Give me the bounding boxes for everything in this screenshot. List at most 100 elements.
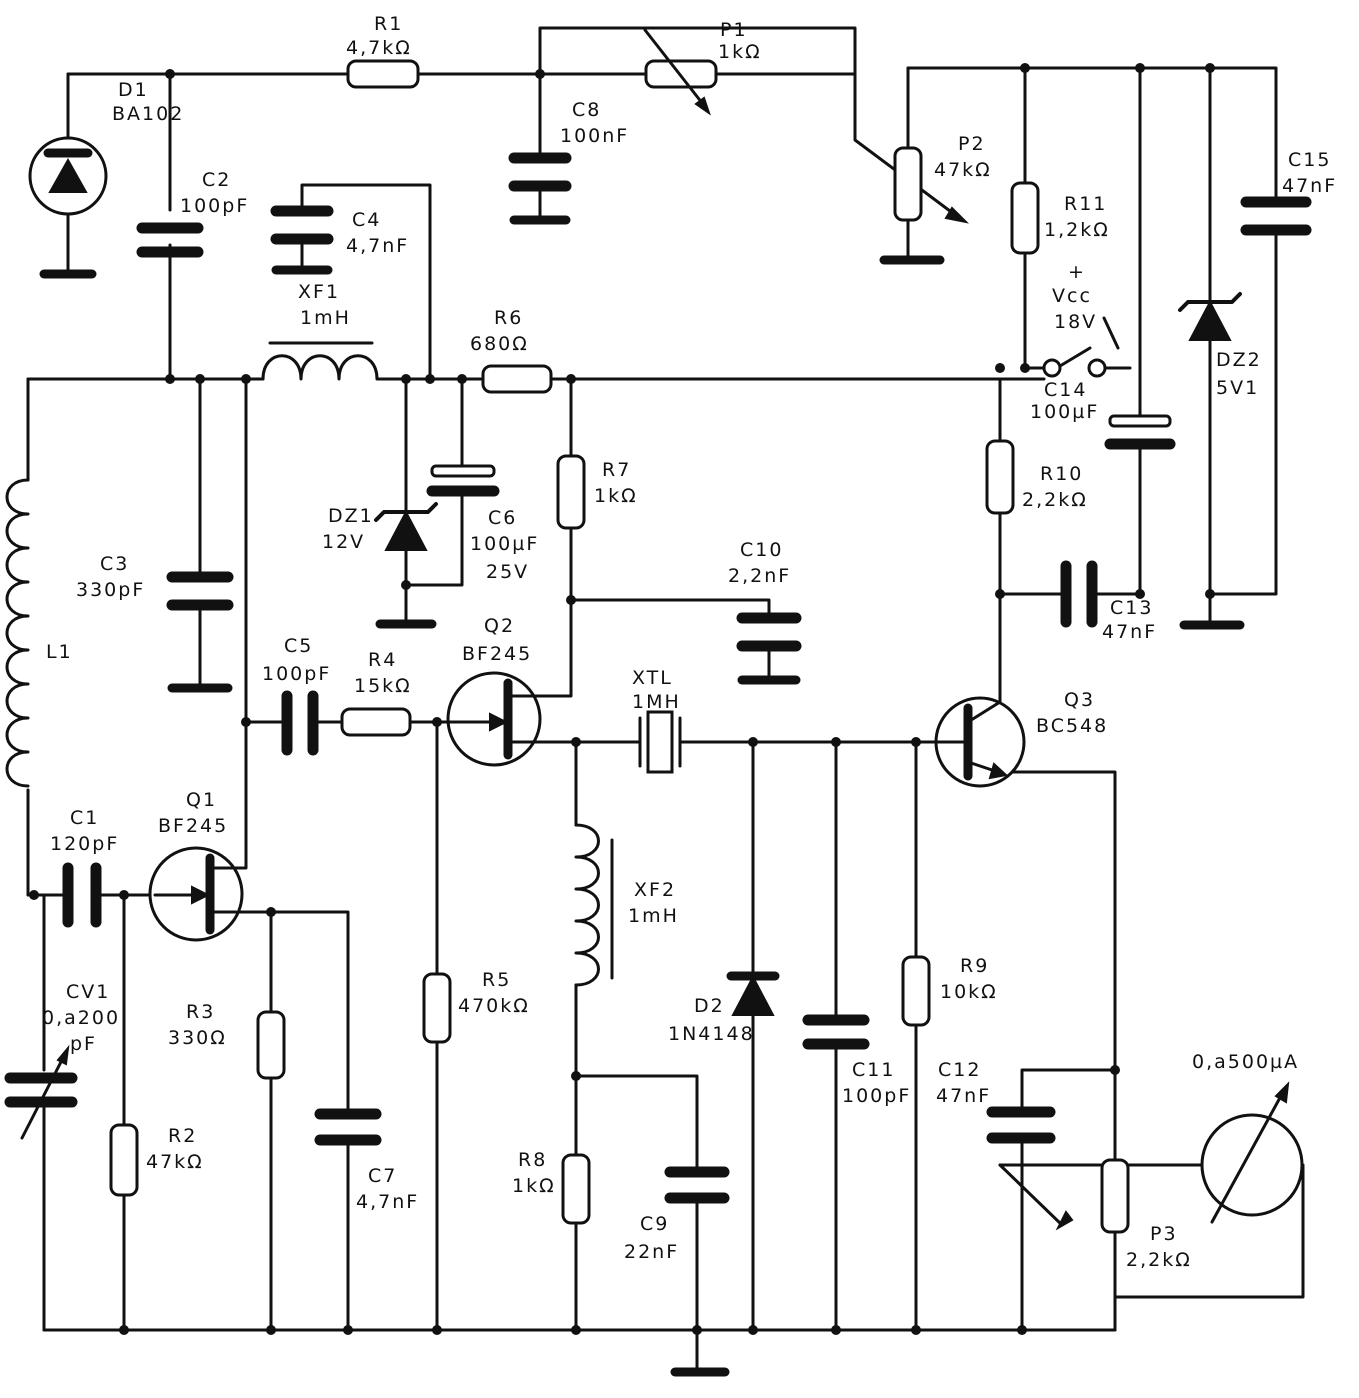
r3-ref: R3 — [186, 1001, 215, 1023]
capacitor-c7: C7 4,7nF — [314, 1108, 419, 1213]
capacitor-c8: C8 100nF — [508, 99, 627, 225]
p3-ref: P3 — [1150, 1223, 1178, 1245]
c2-ref: C2 — [202, 169, 231, 191]
p2-ref: P2 — [958, 133, 986, 155]
meter-m1: 0,a500µA — [1192, 1051, 1304, 1224]
c5-value: 100pF — [262, 663, 331, 685]
inductor-xf2: XF2 1mH — [574, 823, 679, 987]
q1-ref: Q1 — [186, 789, 217, 811]
r11-ref: R11 — [1064, 193, 1107, 215]
capacitor-c5: C5 100pF — [262, 635, 331, 756]
c3-value: 330pF — [76, 579, 145, 601]
dz2-ref: DZ2 — [1216, 349, 1262, 371]
resistor-r3: R3 330Ω — [168, 1001, 286, 1080]
cv1-ref: CV1 — [66, 981, 110, 1003]
c1-ref: C1 — [70, 807, 99, 829]
capacitor-c14: C14 100µF — [1030, 379, 1176, 450]
d2-value: 1N4148 — [668, 1023, 755, 1045]
r11-value: 1,2kΩ — [1044, 219, 1110, 241]
c7-value: 4,7nF — [356, 1191, 419, 1213]
resistor-r11: R11 1,2kΩ — [1010, 181, 1110, 255]
capacitor-c3: C3 330pF — [76, 553, 234, 693]
q2-ref: Q2 — [484, 615, 515, 637]
c15-ref: C15 — [1288, 149, 1331, 171]
capacitor-c4: C4 4,7nF — [270, 205, 409, 275]
xf1-value: 1mH — [300, 307, 351, 329]
r6-value: 680Ω — [470, 333, 529, 355]
resistor-r9: R9 10kΩ — [901, 955, 998, 1027]
c14-ref: C14 — [1044, 379, 1087, 401]
c4-value: 4,7nF — [346, 235, 409, 257]
vcc-plus: + — [1068, 261, 1086, 283]
transistor-q1: Q1 BF245 — [148, 789, 244, 942]
r9-ref: R9 — [960, 955, 989, 977]
p1-ref: P1 — [720, 19, 748, 41]
r1-value: 4,7kΩ — [346, 37, 412, 59]
c6-value: 100µF — [470, 533, 539, 555]
r10-value: 2,2kΩ — [1022, 489, 1088, 511]
xtl-value: 1MH — [632, 691, 681, 713]
dz1-ref: DZ1 — [328, 505, 374, 527]
resistor-r2: R2 47kΩ — [109, 1123, 204, 1197]
capacitor-c6: C6 100µF 25V — [426, 464, 539, 583]
q3-value: BC548 — [1036, 715, 1108, 737]
resistor-r1: R1 4,7kΩ — [346, 13, 420, 89]
c11-value: 100pF — [842, 1085, 911, 1107]
inductor-l1: L1 — [5, 478, 73, 788]
r2-ref: R2 — [168, 1125, 197, 1147]
p3-value: 2,2kΩ — [1126, 1249, 1192, 1271]
variable-capacitor-cv1: CV1 0,a200 pF — [4, 981, 120, 1140]
xf1-ref: XF1 — [298, 281, 340, 303]
r9-value: 10kΩ — [940, 981, 998, 1003]
resistor-r8: R8 1kΩ — [512, 1149, 591, 1225]
xtl-ref: XTL — [632, 667, 673, 689]
d1-value: BA102 — [112, 103, 184, 125]
zener-dz1: DZ1 12V — [322, 502, 438, 553]
junctions — [29, 63, 1215, 1335]
c13-ref: C13 — [1110, 597, 1153, 619]
c6-ref: C6 — [488, 507, 517, 529]
ground-symbols — [39, 255, 1245, 1377]
cv1-value: 0,a200 — [42, 1007, 120, 1029]
potentiometer-p2: P2 47kΩ — [893, 133, 992, 224]
p2-value: 47kΩ — [934, 159, 992, 181]
c7-ref: C7 — [368, 1165, 397, 1187]
xf2-value: 1mH — [628, 905, 679, 927]
d1-ref: D1 — [118, 79, 149, 101]
r5-ref: R5 — [482, 969, 511, 991]
r1-ref: R1 — [374, 13, 403, 35]
q1-value: BF245 — [158, 815, 228, 837]
r6-ref: R6 — [494, 307, 523, 329]
q3-ref: Q3 — [1064, 689, 1095, 711]
dz1-value: 12V — [322, 531, 365, 553]
r7-value: 1kΩ — [594, 485, 638, 507]
c12-value: 47nF — [936, 1085, 991, 1107]
c11-ref: C11 — [852, 1059, 895, 1081]
c5-ref: C5 — [284, 635, 313, 657]
r8-value: 1kΩ — [512, 1175, 556, 1197]
capacitor-c13: C13 47nF — [1060, 560, 1155, 643]
cv1-unit: pF — [70, 1033, 97, 1055]
xf2-ref: XF2 — [634, 879, 676, 901]
r7-ref: R7 — [602, 459, 631, 481]
q2-value: BF245 — [462, 643, 532, 665]
dz2-value: 5V1 — [1216, 377, 1259, 399]
resistor-r6: R6 680Ω — [470, 307, 553, 394]
resistor-r5: R5 470kΩ — [422, 969, 528, 1044]
r4-ref: R4 — [368, 649, 397, 671]
c4-ref: C4 — [352, 209, 381, 231]
c10-value: 2,2nF — [728, 565, 791, 587]
vcc-value: 18V — [1054, 311, 1097, 333]
c9-ref: C9 — [640, 1213, 669, 1235]
diode-d2: D2 1N4148 — [668, 971, 780, 1045]
capacitor-c12: C12 47nF — [936, 1059, 1056, 1144]
diode-d1: D1 BA102 — [28, 79, 184, 216]
inductor-xf1: XF1 1mH — [261, 281, 379, 381]
r10-ref: R10 — [1040, 463, 1083, 485]
resistor-r7: R7 1kΩ — [556, 454, 638, 530]
r2-value: 47kΩ — [146, 1151, 204, 1173]
vcc-supply-switch: + Vcc 18V — [1042, 261, 1120, 378]
capacitor-c2: C2 100pF — [136, 169, 247, 258]
crystal-xtl: XTL 1MH — [632, 667, 682, 774]
l1-ref: L1 — [46, 641, 73, 663]
